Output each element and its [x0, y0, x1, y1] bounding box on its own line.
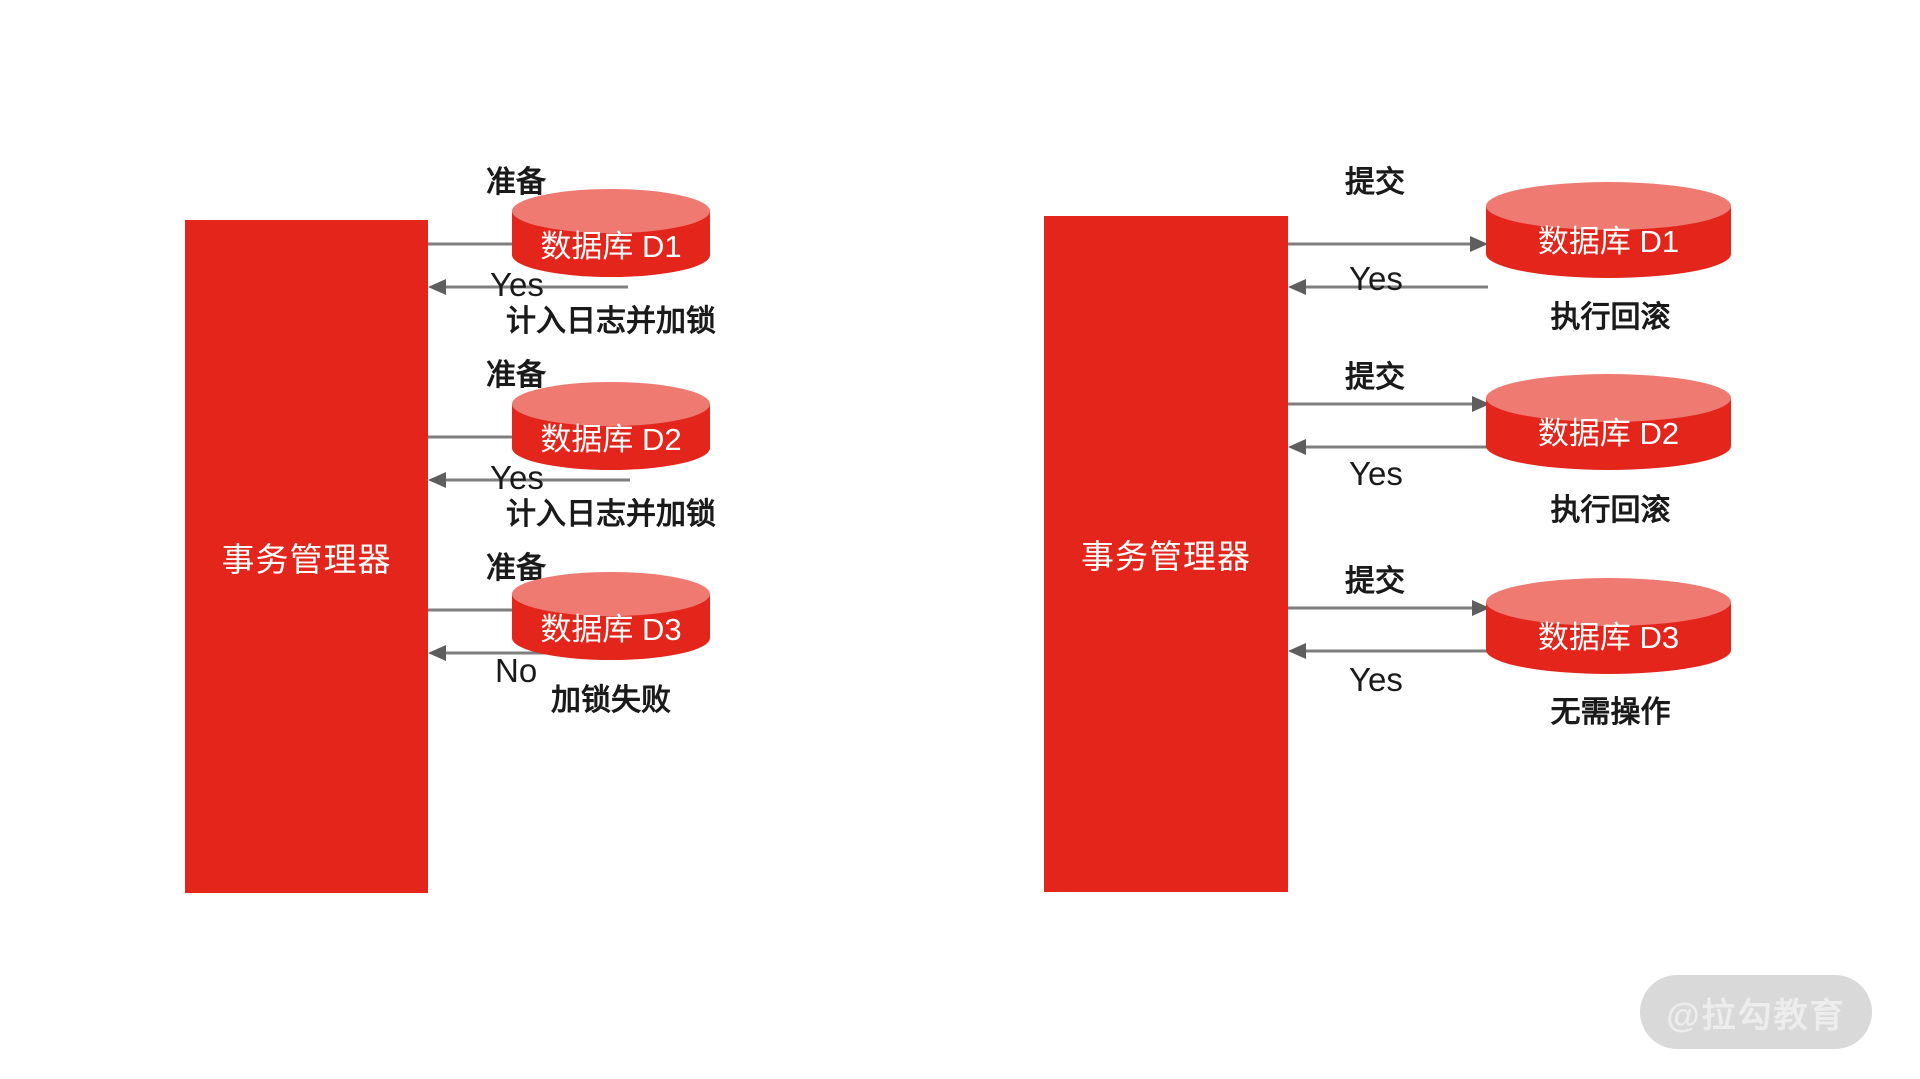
request-arrow-right-1 — [1288, 236, 1488, 252]
note-label-right-3: 无需操作 — [1550, 696, 1671, 729]
transaction-manager-box-left: 事务管理器 — [185, 220, 428, 893]
database-cylinder-right-3: 数据库 D3 — [1486, 578, 1731, 674]
database-cylinder-left-2: 数据库 D2 — [512, 382, 710, 470]
request-label-right-2: 提交 — [1345, 361, 1405, 394]
watermark-badge: @拉勾教育 — [1640, 975, 1872, 1049]
response-arrow-left-2 — [428, 472, 630, 488]
response-arrow-right-1 — [1288, 279, 1488, 295]
response-label-right-1: Yes — [1349, 260, 1403, 297]
response-label-left-3: No — [495, 652, 538, 689]
response-arrow-left-1 — [428, 279, 628, 295]
request-arrow-right-3 — [1288, 600, 1490, 616]
request-label-left-3: 准备 — [486, 552, 546, 585]
note-label-right-2: 执行回滚 — [1550, 494, 1671, 527]
note-label-left-1: 计入日志并加锁 — [506, 305, 716, 338]
request-label-right-1: 提交 — [1345, 166, 1405, 199]
request-label-right-3: 提交 — [1345, 565, 1405, 598]
note-label-right-1: 执行回滚 — [1550, 301, 1671, 334]
database-cylinder-left-1: 数据库 D1 — [512, 189, 710, 277]
request-label-left-1: 准备 — [486, 166, 546, 199]
note-label-left-2: 计入日志并加锁 — [506, 498, 716, 531]
response-label-left-2: Yes — [490, 459, 544, 496]
request-label-left-2: 准备 — [486, 359, 546, 392]
transaction-manager-box-right: 事务管理器 — [1044, 216, 1288, 892]
response-label-right-2: Yes — [1349, 455, 1403, 492]
note-label-left-3: 加锁失败 — [551, 684, 671, 717]
database-cylinder-right-1: 数据库 D1 — [1486, 182, 1731, 278]
transaction-manager-label-left: 事务管理器 — [221, 540, 392, 578]
database-cylinder-left-3: 数据库 D3 — [512, 572, 710, 660]
database-cylinder-right-2: 数据库 D2 — [1486, 374, 1731, 470]
response-arrow-right-3 — [1288, 643, 1490, 659]
transaction-manager-label-right: 事务管理器 — [1081, 538, 1251, 575]
response-label-left-1: Yes — [490, 266, 544, 303]
request-arrow-right-2 — [1288, 396, 1490, 412]
response-label-right-3: Yes — [1349, 661, 1403, 698]
response-arrow-right-2 — [1288, 439, 1490, 455]
watermark-text: @拉勾教育 — [1666, 996, 1846, 1035]
